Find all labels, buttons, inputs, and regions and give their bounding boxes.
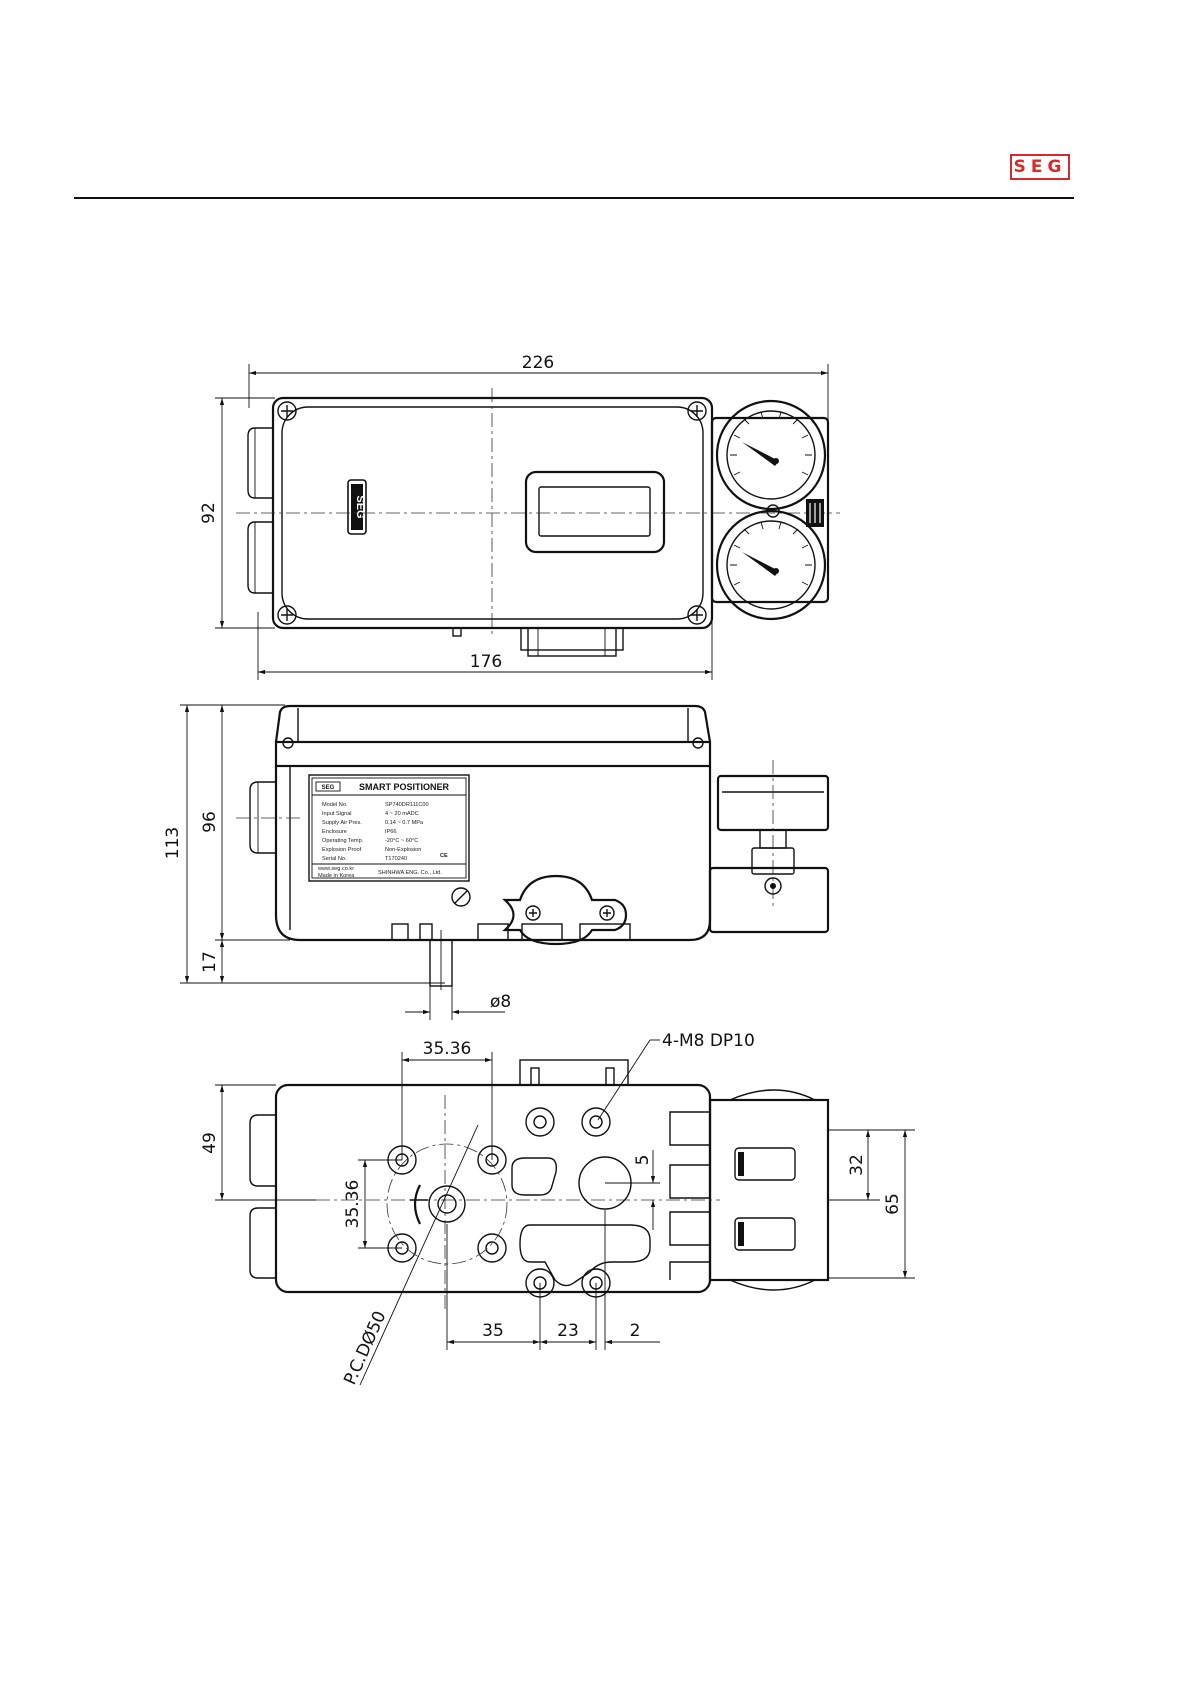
svg-text:4 ~ 20 mADC: 4 ~ 20 mADC [385, 811, 419, 817]
dim-23: 23 [557, 1321, 579, 1341]
plate-logo: SEG [322, 785, 335, 791]
dim-shaft-dia: ø8 [490, 992, 511, 1012]
dim-2: 2 [630, 1321, 641, 1341]
svg-text:Non-Explosion: Non-Explosion [385, 847, 421, 853]
label-pcd: P.C.DØ50 [340, 1308, 390, 1388]
dim-5: 5 [633, 1155, 653, 1166]
svg-text:Made in Korea: Made in Korea [318, 873, 355, 879]
dim-17: 17 [200, 951, 220, 973]
svg-text:SP740DR111C00: SP740DR111C00 [385, 802, 429, 808]
dim-226: 226 [522, 353, 554, 373]
dim-49: 49 [200, 1132, 220, 1154]
svg-text:-20°C ~ 60°C: -20°C ~ 60°C [385, 838, 418, 844]
svg-text:0.14 ~ 0.7 MPa: 0.14 ~ 0.7 MPa [385, 820, 424, 826]
svg-text:T170240: T170240 [385, 856, 407, 862]
dim-35-36-left: 35.36 [343, 1180, 363, 1229]
svg-text:Model No.: Model No. [322, 802, 348, 808]
svg-text:www.seg.co.kr: www.seg.co.kr [317, 866, 354, 872]
pressure-gauge-lower [715, 509, 827, 621]
callout-4-m8: 4-M8 DP10 [662, 1031, 755, 1051]
dim-65: 65 [883, 1193, 903, 1215]
front-badge: SEG [354, 495, 366, 518]
svg-text:IP66: IP66 [385, 829, 397, 835]
bottom-view: 4-M8 DP10 35.36 35.36 49 5 32 65 [200, 1031, 915, 1388]
svg-text:Enclosure: Enclosure [322, 829, 347, 835]
header-rule [74, 197, 1074, 199]
dim-32: 32 [847, 1154, 867, 1176]
svg-text:Input Signal: Input Signal [322, 811, 352, 817]
svg-text:Supply Air Pres.: Supply Air Pres. [322, 820, 362, 826]
svg-text:Serial No.: Serial No. [322, 856, 347, 862]
ce-mark: CE [440, 853, 448, 859]
svg-text:Explosion Proof: Explosion Proof [322, 847, 362, 853]
plate-title: SMART POSITIONER [359, 782, 450, 792]
side-view: 113 96 17 ø8 [163, 704, 830, 1020]
dim-113: 113 [163, 827, 183, 859]
svg-text:Operating Temp.: Operating Temp. [322, 838, 364, 844]
front-view: 226 92 176 SEG [199, 353, 840, 680]
pressure-gauge-upper [715, 399, 827, 511]
dim-35: 35 [482, 1321, 504, 1341]
dim-176: 176 [470, 652, 502, 672]
dim-35-36-top: 35.36 [423, 1039, 472, 1059]
seg-logo: SEG [1010, 154, 1070, 180]
dim-92: 92 [199, 502, 219, 524]
mounting-holes [387, 1107, 611, 1298]
dim-96: 96 [200, 811, 220, 833]
svg-text:SHINHWA ENG. Co., Ltd.: SHINHWA ENG. Co., Ltd. [378, 870, 442, 876]
